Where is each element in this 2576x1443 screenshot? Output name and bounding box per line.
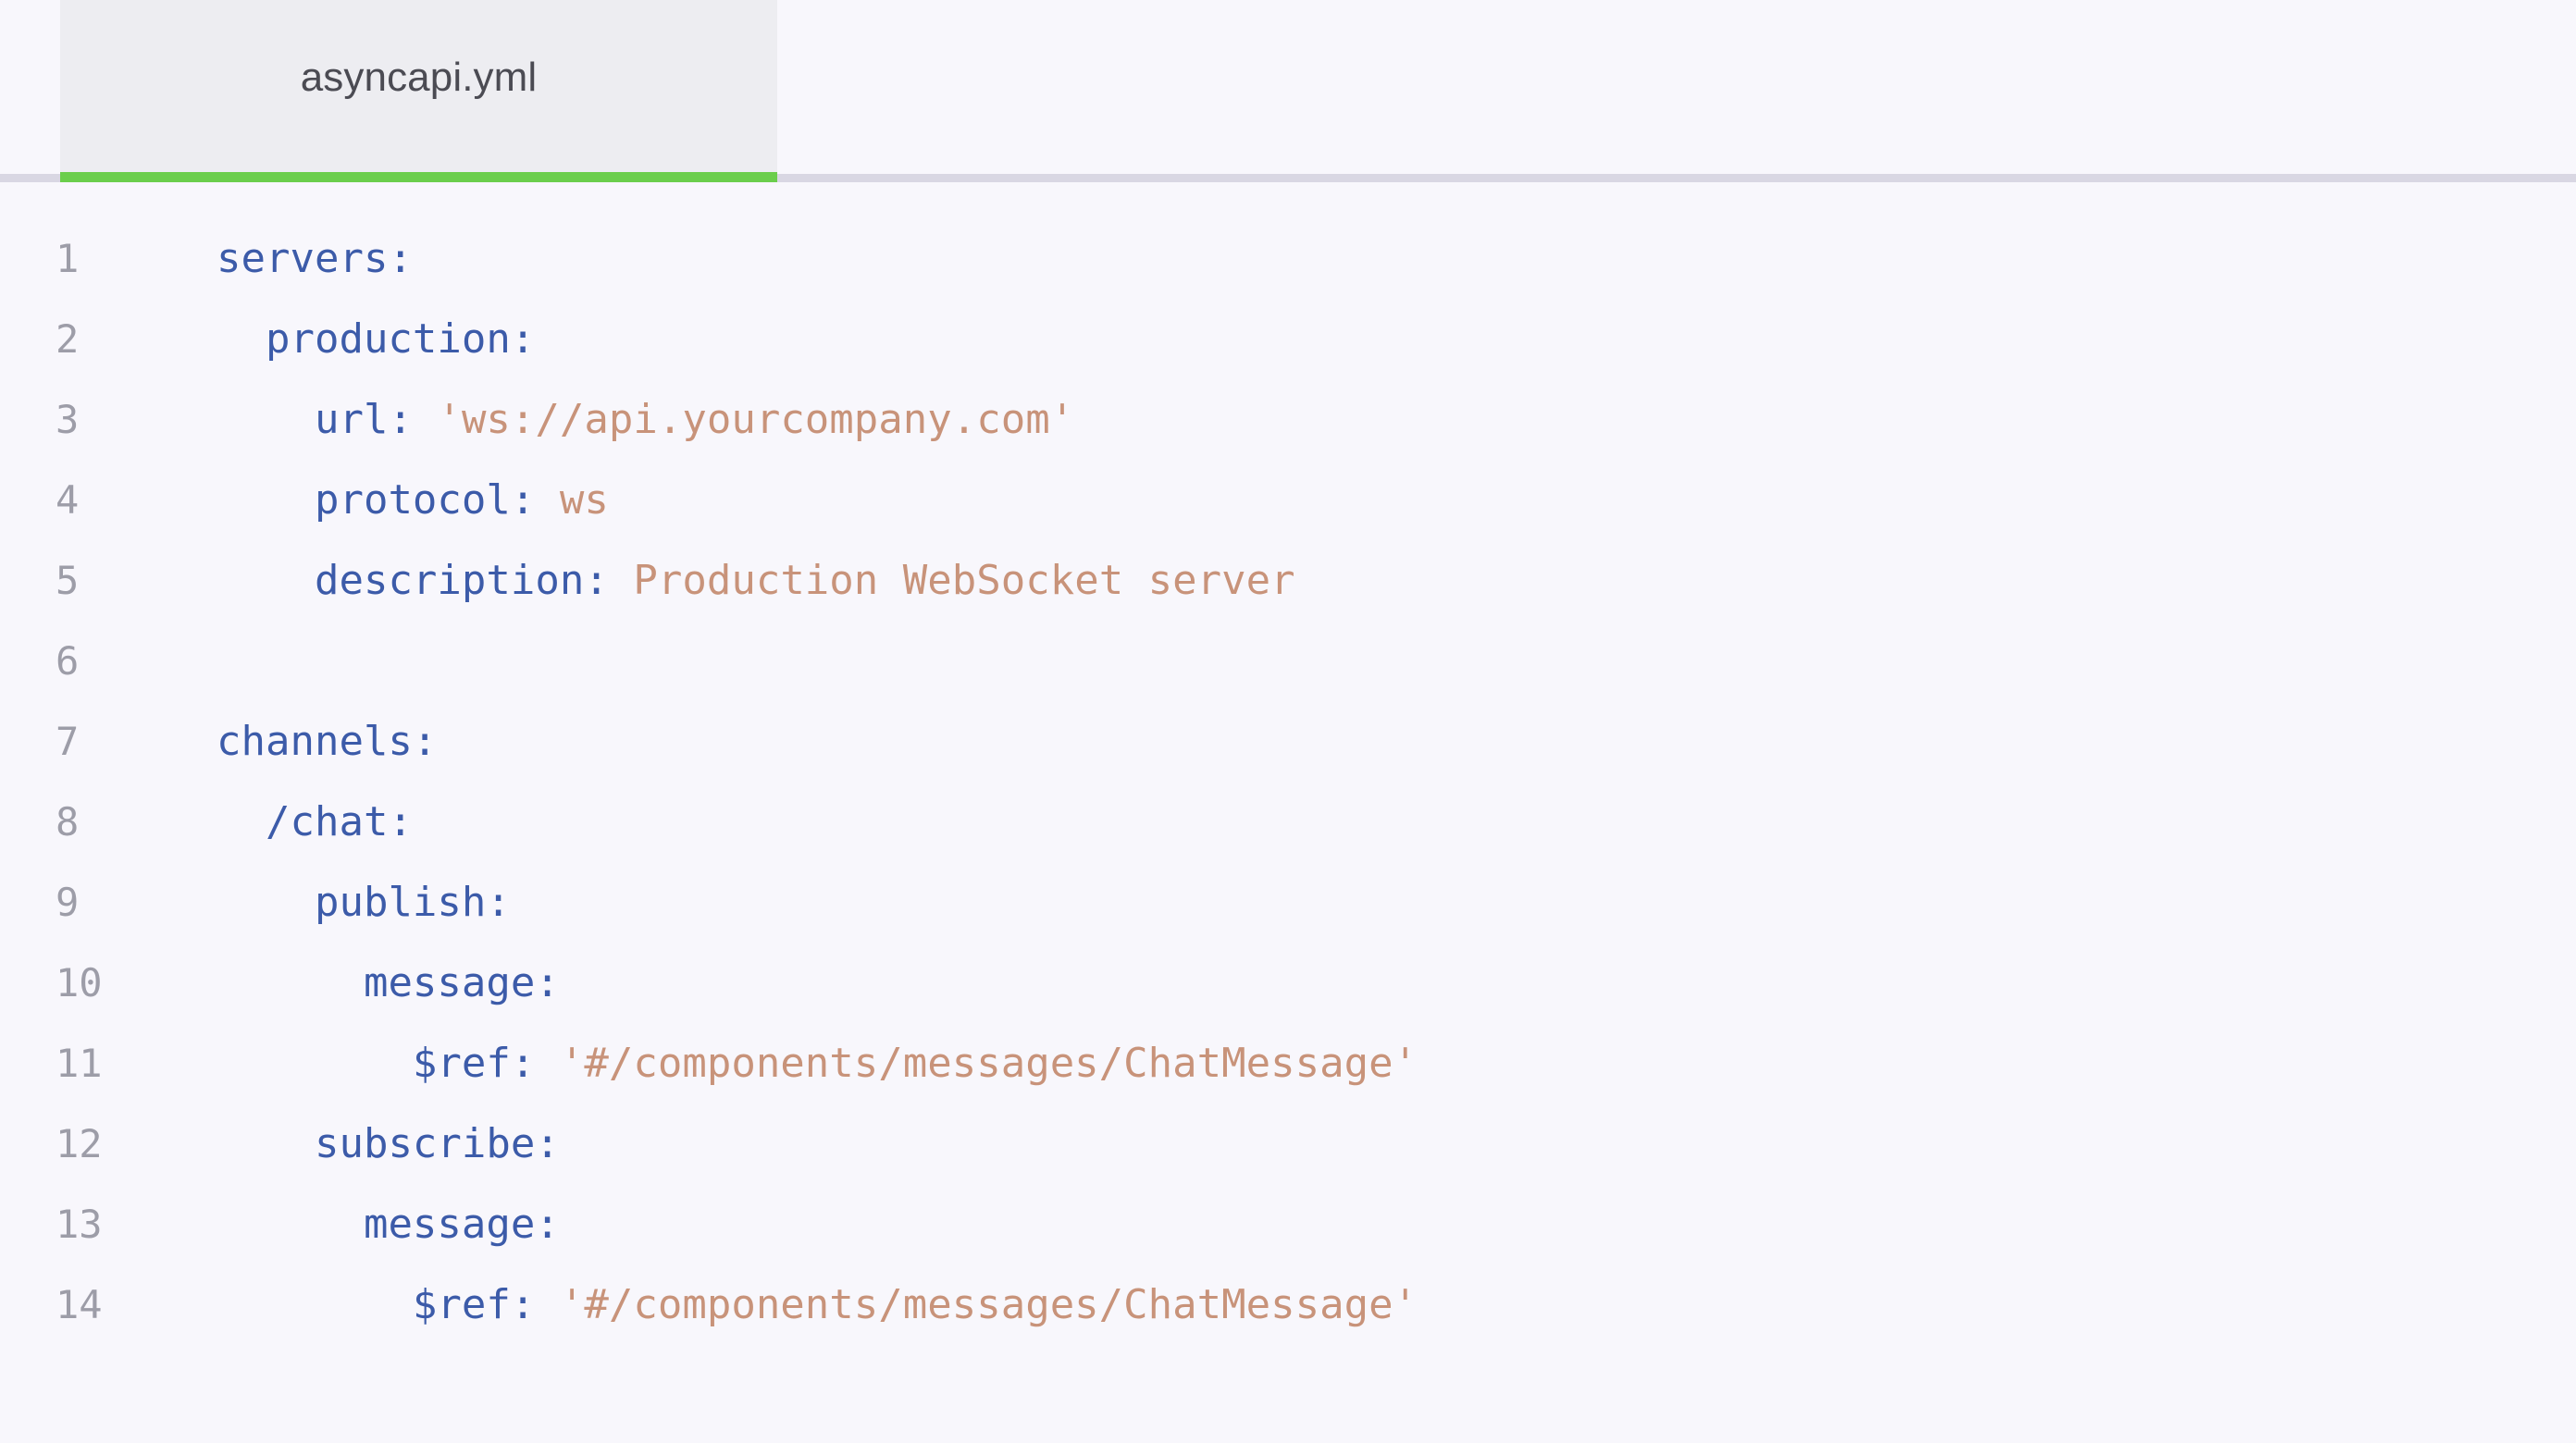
code-line[interactable]: 11 $ref: '#/components/messages/ChatMess…: [0, 1023, 2576, 1104]
code-token-str: 'ws://api.yourcompany.com': [437, 396, 1075, 443]
code-line-content: protocol: ws: [217, 460, 609, 540]
code-line-content: channels:: [217, 701, 437, 782]
indent-space: [217, 1120, 315, 1167]
code-token-punct: :: [388, 235, 413, 282]
indent-space: [217, 798, 266, 845]
indent-space: [217, 557, 315, 604]
code-line-content: url: 'ws://api.yourcompany.com': [217, 379, 1074, 460]
code-token-plain: [535, 1281, 560, 1328]
code-line[interactable]: 5 description: Production WebSocket serv…: [0, 540, 2576, 621]
code-line[interactable]: 9 publish:: [0, 862, 2576, 943]
code-token-punct: :: [535, 1201, 560, 1248]
code-line-content: publish:: [217, 862, 511, 943]
code-line[interactable]: 2 production:: [0, 299, 2576, 379]
code-line-content: production:: [217, 299, 535, 379]
code-token-punct: :: [510, 315, 536, 363]
code-token-punct: :: [584, 557, 609, 604]
code-token-punct: :: [510, 1281, 536, 1328]
code-line-content: message:: [217, 1184, 560, 1264]
code-token-str: '#/components/messages/ChatMessage': [559, 1040, 1418, 1087]
line-number: 8: [56, 799, 80, 845]
code-line-content: servers:: [217, 218, 413, 299]
code-token-punct: :: [412, 718, 438, 765]
editor-tab-bar: asyncapi.yml: [0, 0, 2576, 182]
code-line[interactable]: 1 servers:: [0, 218, 2576, 299]
code-line-content: /chat:: [217, 782, 413, 862]
code-token-key: $ref: [412, 1281, 511, 1328]
code-line[interactable]: 10 message:: [0, 943, 2576, 1023]
code-line-content: message:: [217, 943, 560, 1023]
indent-space: [217, 1281, 413, 1328]
line-number: 7: [56, 719, 80, 764]
line-number: 13: [56, 1202, 103, 1247]
code-token-punct: :: [535, 1120, 560, 1167]
code-line[interactable]: 7 channels:: [0, 701, 2576, 782]
tab-bar-divider: [0, 174, 2576, 182]
code-line[interactable]: 6: [0, 621, 2576, 701]
line-number: 9: [56, 880, 80, 925]
code-line-content: description: Production WebSocket server: [217, 540, 1295, 621]
line-number: 3: [56, 397, 80, 442]
code-token-key: protocol: [314, 476, 511, 524]
code-token-plain: [535, 476, 560, 524]
line-number: 4: [56, 477, 80, 523]
code-token-key: $ref: [412, 1040, 511, 1087]
code-token-punct: :: [510, 476, 536, 524]
code-token-str: '#/components/messages/ChatMessage': [559, 1281, 1418, 1328]
code-token-punct: :: [388, 396, 413, 443]
editor-tab-label: asyncapi.yml: [300, 55, 538, 100]
code-token-key: description: [314, 557, 585, 604]
indent-space: [217, 1040, 413, 1087]
code-token-punct: :: [535, 959, 560, 1006]
code-line-content: subscribe:: [217, 1104, 560, 1184]
code-token-key: url: [314, 396, 389, 443]
line-number: 14: [56, 1282, 103, 1327]
code-line-content: $ref: '#/components/messages/ChatMessage…: [217, 1023, 1418, 1104]
code-line[interactable]: 13 message:: [0, 1184, 2576, 1264]
line-number: 10: [56, 960, 103, 1005]
code-token-punct: :: [486, 879, 511, 926]
code-token-plain: [609, 557, 634, 604]
code-token-punct: :: [510, 1040, 536, 1087]
indent-space: [217, 959, 364, 1006]
code-line[interactable]: 8 /chat:: [0, 782, 2576, 862]
code-line-content: $ref: '#/components/messages/ChatMessage…: [217, 1264, 1418, 1345]
code-token-plain: [535, 1040, 560, 1087]
code-line[interactable]: 3 url: 'ws://api.yourcompany.com': [0, 379, 2576, 460]
line-number: 11: [56, 1041, 103, 1086]
line-number: 2: [56, 316, 80, 362]
line-number: 6: [56, 638, 80, 684]
editor-tab-asyncapi-yml[interactable]: asyncapi.yml: [60, 0, 777, 182]
code-token-str: Production WebSocket server: [633, 557, 1295, 604]
indent-space: [217, 1201, 364, 1248]
code-token-key: /chat: [265, 798, 389, 845]
code-token-punct: :: [388, 798, 413, 845]
code-token-key: production: [265, 315, 511, 363]
active-tab-indicator: [60, 172, 777, 182]
code-line[interactable]: 12 subscribe:: [0, 1104, 2576, 1184]
code-line[interactable]: 14 $ref: '#/components/messages/ChatMess…: [0, 1264, 2576, 1345]
indent-space: [217, 315, 266, 363]
line-number: 12: [56, 1121, 103, 1166]
code-token-plain: [413, 396, 438, 443]
code-token-key: servers: [217, 235, 389, 282]
code-token-key: subscribe: [314, 1120, 536, 1167]
code-line[interactable]: 4 protocol: ws: [0, 460, 2576, 540]
line-number: 5: [56, 558, 80, 603]
indent-space: [217, 476, 315, 524]
line-number: 1: [56, 236, 80, 281]
code-token-key: message: [363, 1201, 536, 1248]
indent-space: [217, 396, 315, 443]
code-token-key: publish: [314, 879, 487, 926]
indent-space: [217, 879, 315, 926]
code-token-str: ws: [559, 476, 609, 524]
code-token-key: message: [363, 959, 536, 1006]
code-token-key: channels: [217, 718, 413, 765]
